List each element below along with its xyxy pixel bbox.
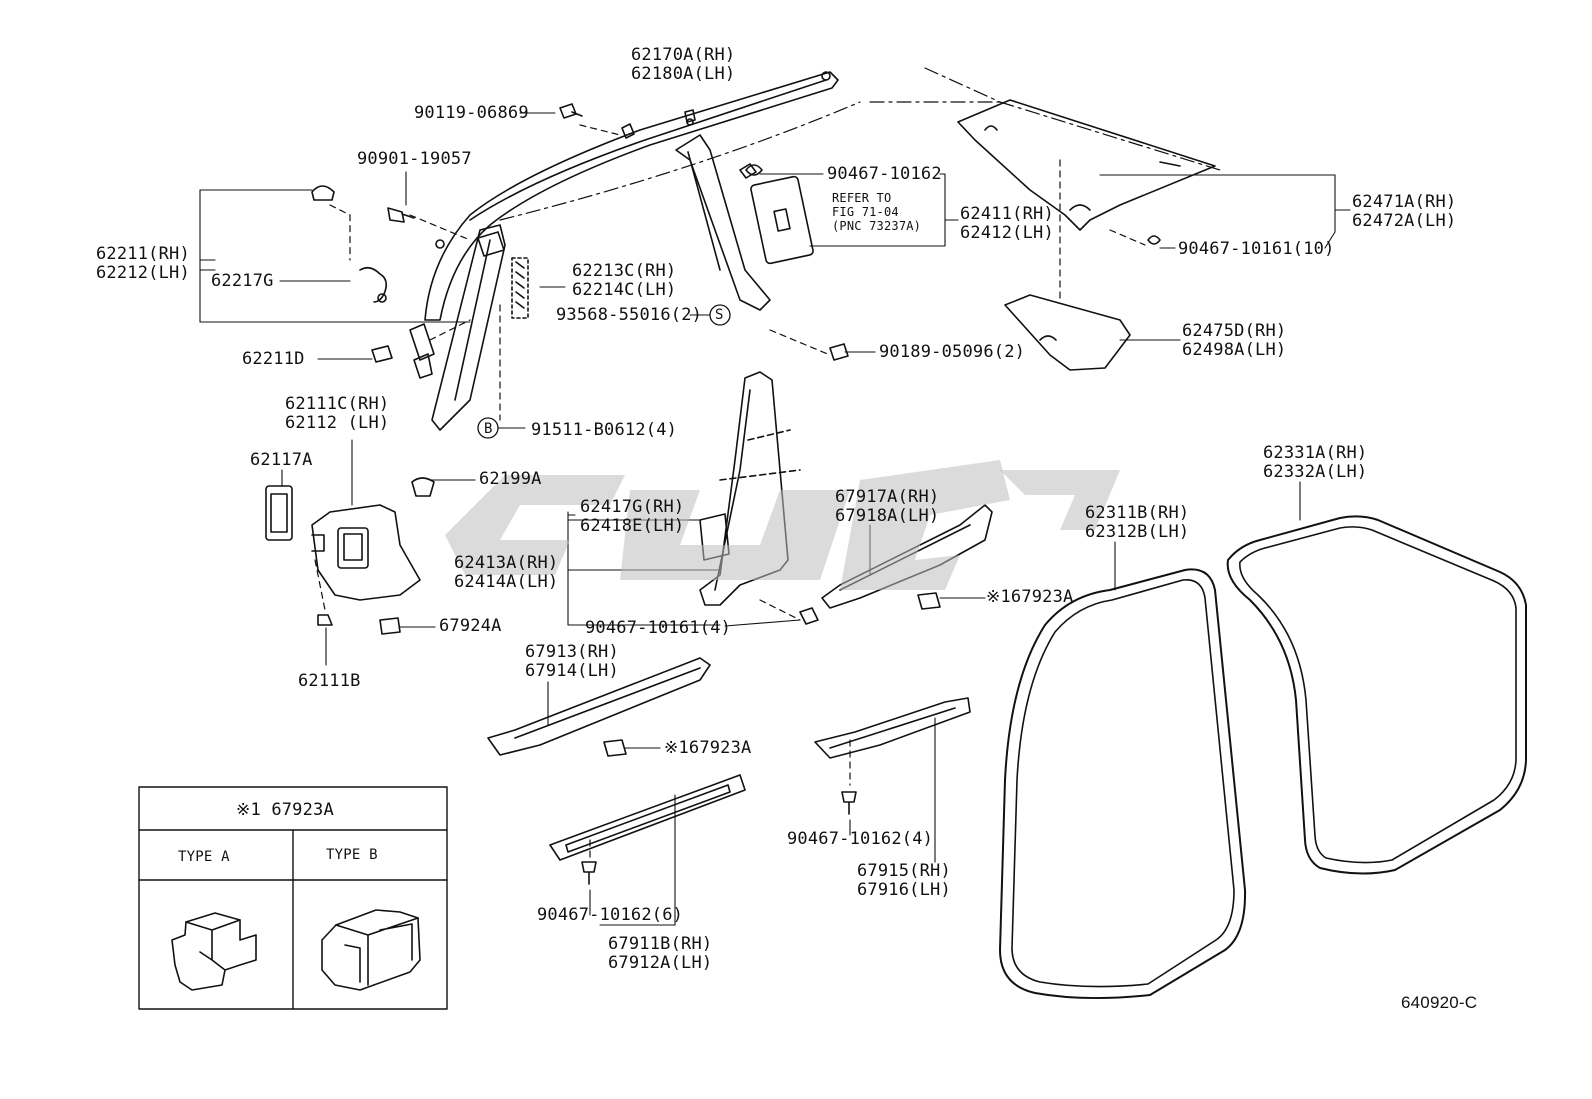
circle-s-label: S <box>715 307 724 323</box>
label-90901-19057: 90901-19057 <box>357 149 472 169</box>
label-62117A: 62117A <box>250 450 313 470</box>
label-62213C: 62213C(RH)62214C(LH) <box>572 261 677 300</box>
label-90467-10161-10: 90467-10161(10) <box>1178 239 1335 259</box>
label-67924A: 67924A <box>439 616 502 636</box>
label-90189-05096: 90189-05096(2) <box>879 342 1026 362</box>
label-93568-55016: 93568-55016(2) <box>556 305 703 325</box>
label-67911B: 67911B(RH)67912A(LH) <box>608 934 713 973</box>
label-62111B: 62111B <box>298 671 361 691</box>
label-62413A: 62413A(RH)62414A(LH) <box>454 553 559 592</box>
label-62471A: 62471A(RH)62472A(LH) <box>1352 192 1457 231</box>
label-62331A: 62331A(RH)62332A(LH) <box>1263 443 1368 482</box>
label-91511-B0612: 91511-B0612(4) <box>531 420 678 440</box>
label-90467-10162-top: 90467-10162 <box>827 164 942 184</box>
label-62170A: 62170A(RH)62180A(LH) <box>631 45 736 84</box>
label-67913: 67913(RH)67914(LH) <box>525 642 619 681</box>
legend-type-a: TYPE A <box>178 849 230 865</box>
legend-title: ※1 67923A <box>236 800 334 820</box>
label-90467-10162-4: 90467-10162(4) <box>787 829 934 849</box>
label-62111C: 62111C(RH)62112 (LH) <box>285 394 390 433</box>
label-62311B: 62311B(RH)62312B(LH) <box>1085 503 1190 542</box>
label-62211D: 62211D <box>242 349 305 369</box>
drawing-code: 640920-C <box>1401 993 1478 1012</box>
label-90467-10162-6: 90467-10162(6) <box>537 905 684 925</box>
label-167923A-a: ※167923A <box>986 587 1074 607</box>
label-90119-06869: 90119-06869 <box>414 103 529 123</box>
label-62199A: 62199A <box>479 469 542 489</box>
label-62211: 62211(RH)62212(LH) <box>96 244 190 283</box>
label-67917A: 67917A(RH)67918A(LH) <box>835 487 940 526</box>
circle-b-label: B <box>484 421 493 437</box>
label-62417G: 62417G(RH)62418E(LH) <box>580 497 685 536</box>
label-62411: 62411(RH)62412(LH) <box>960 204 1054 243</box>
label-67915: 67915(RH)67916(LH) <box>857 861 951 900</box>
legend-type-b: TYPE B <box>326 847 378 863</box>
label-62217G: 62217G <box>211 271 274 291</box>
label-167923A-b: ※167923A <box>664 738 752 758</box>
label-90467-10161-4: 90467-10161(4) <box>585 618 732 638</box>
label-62475D: 62475D(RH)62498A(LH) <box>1182 321 1287 360</box>
